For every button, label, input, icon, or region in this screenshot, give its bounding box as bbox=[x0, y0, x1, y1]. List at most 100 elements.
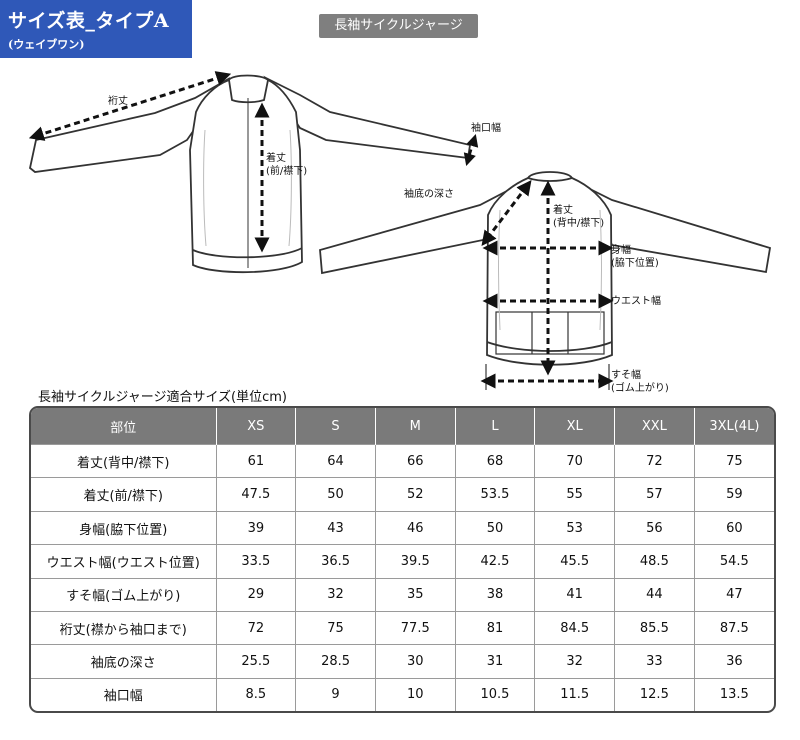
measurement-cell: 46 bbox=[374, 510, 456, 545]
measurement-cell: 9 bbox=[295, 677, 376, 711]
row-label-cell: すそ幅(ゴム上がり) bbox=[31, 577, 216, 612]
measurement-cell: 12.5 bbox=[614, 677, 695, 711]
measurement-cell: 13.5 bbox=[693, 677, 774, 711]
measurement-cell: 43 bbox=[295, 510, 376, 545]
label-hem-width-note: (ゴム上がり) bbox=[611, 383, 669, 394]
measurement-cell: 70 bbox=[534, 443, 615, 478]
header-size-xxl: XXL bbox=[614, 408, 695, 445]
measurement-cell: 64 bbox=[295, 443, 376, 478]
label-cuff-width: 袖口幅 bbox=[471, 123, 501, 134]
measurement-cell: 30 bbox=[374, 644, 456, 679]
measurement-cell: 87.5 bbox=[693, 611, 774, 645]
measurement-cell: 52 bbox=[374, 477, 456, 512]
measurement-cell: 48.5 bbox=[614, 544, 695, 579]
label-back-length-note: (背中/襟下) bbox=[553, 218, 605, 229]
measurement-cell: 35 bbox=[374, 577, 456, 612]
measurement-cell: 31 bbox=[454, 644, 535, 679]
measurement-cell: 32 bbox=[295, 577, 376, 612]
measurement-cell: 53.5 bbox=[454, 477, 535, 512]
label-sleeve-length: 裄丈 bbox=[108, 96, 128, 107]
measurement-cell: 85.5 bbox=[614, 611, 695, 645]
measurement-cell: 50 bbox=[454, 510, 535, 545]
header-size-3xl: 3XL(4L) bbox=[693, 408, 774, 445]
cuff-width-arrow bbox=[463, 134, 479, 166]
banner-subtitle: (ウェイブワン) bbox=[8, 38, 85, 51]
header-size-xl: XL bbox=[534, 408, 615, 445]
measurement-cell: 29 bbox=[215, 577, 296, 612]
measurement-cell: 61 bbox=[215, 443, 296, 478]
label-hem-width: すそ幅 bbox=[611, 370, 641, 381]
measurement-cell: 47 bbox=[693, 577, 774, 612]
label-front-length: 着丈 bbox=[266, 153, 286, 164]
header-part: 部位 bbox=[31, 408, 216, 445]
measurement-arrows bbox=[28, 71, 614, 389]
measurement-cell: 84.5 bbox=[534, 611, 615, 645]
measurement-cell: 36 bbox=[693, 644, 774, 679]
measurement-cell: 11.5 bbox=[534, 677, 615, 711]
measurement-cell: 39.5 bbox=[374, 544, 456, 579]
measurement-cell: 45.5 bbox=[534, 544, 615, 579]
armhole-depth-arrow bbox=[481, 180, 532, 246]
measurement-cell: 39 bbox=[215, 510, 296, 545]
header-size-xs: XS bbox=[215, 408, 296, 445]
measurement-cell: 54.5 bbox=[693, 544, 774, 579]
measurement-cell: 10 bbox=[374, 677, 456, 711]
measurement-cell: 33.5 bbox=[215, 544, 296, 579]
measurement-cell: 53 bbox=[534, 510, 615, 545]
hem-guide-lines bbox=[485, 364, 610, 390]
measurement-cell: 72 bbox=[614, 443, 695, 478]
measurement-cell: 75 bbox=[693, 443, 774, 478]
measurement-cell: 10.5 bbox=[454, 677, 535, 711]
row-label-cell: 袖底の深さ bbox=[31, 644, 216, 679]
row-label-cell: 袖口幅 bbox=[31, 677, 216, 711]
row-label-cell: ウエスト幅(ウエスト位置) bbox=[31, 544, 216, 579]
measurement-cell: 28.5 bbox=[295, 644, 376, 679]
measurement-cell: 66 bbox=[374, 443, 456, 478]
label-front-length-note: (前/襟下) bbox=[266, 166, 308, 177]
product-label: 長袖サイクルジャージ bbox=[319, 14, 478, 38]
jersey-measurement-diagram bbox=[28, 71, 772, 390]
header-size-m: M bbox=[374, 408, 456, 445]
measurement-cell: 47.5 bbox=[215, 477, 296, 512]
measurement-cell: 44 bbox=[614, 577, 695, 612]
header-size-l: L bbox=[454, 408, 535, 445]
table-title: 長袖サイクルジャージ適合サイズ(単位cm) bbox=[38, 390, 288, 405]
measurement-cell: 25.5 bbox=[215, 644, 296, 679]
measurement-cell: 36.5 bbox=[295, 544, 376, 579]
row-label-cell: 着丈(背中/襟下) bbox=[31, 443, 216, 478]
measurement-cell: 33 bbox=[614, 644, 695, 679]
measurement-cell: 68 bbox=[454, 443, 535, 478]
measurement-cell: 60 bbox=[693, 510, 774, 545]
measurement-cell: 56 bbox=[614, 510, 695, 545]
label-chest-width-note: (脇下位置) bbox=[611, 258, 659, 269]
back-jersey-illustration bbox=[319, 171, 772, 366]
measurement-cell: 55 bbox=[534, 477, 615, 512]
measurement-cell: 38 bbox=[454, 577, 535, 612]
sleeve-length-arrow bbox=[28, 71, 232, 141]
measurement-cell: 57 bbox=[614, 477, 695, 512]
measurement-cell: 8.5 bbox=[215, 677, 296, 711]
row-label-cell: 身幅(脇下位置) bbox=[31, 510, 216, 545]
label-chest-width: 身幅 bbox=[611, 245, 631, 256]
table-header-row: 部位 XS S M L XL XXL 3XL(4L) bbox=[31, 408, 774, 445]
row-label-cell: 着丈(前/襟下) bbox=[31, 477, 216, 512]
label-back-length: 着丈 bbox=[553, 205, 573, 216]
measurement-cell: 59 bbox=[693, 477, 774, 512]
label-armhole-depth: 袖底の深さ bbox=[404, 189, 454, 200]
label-waist-width: ウエスト幅 bbox=[611, 296, 661, 307]
banner-title: サイズ表_タイプA bbox=[8, 10, 170, 32]
measurement-cell: 42.5 bbox=[454, 544, 535, 579]
measurement-cell: 41 bbox=[534, 577, 615, 612]
measurement-cell: 75 bbox=[295, 611, 376, 645]
measurement-cell: 81 bbox=[454, 611, 535, 645]
